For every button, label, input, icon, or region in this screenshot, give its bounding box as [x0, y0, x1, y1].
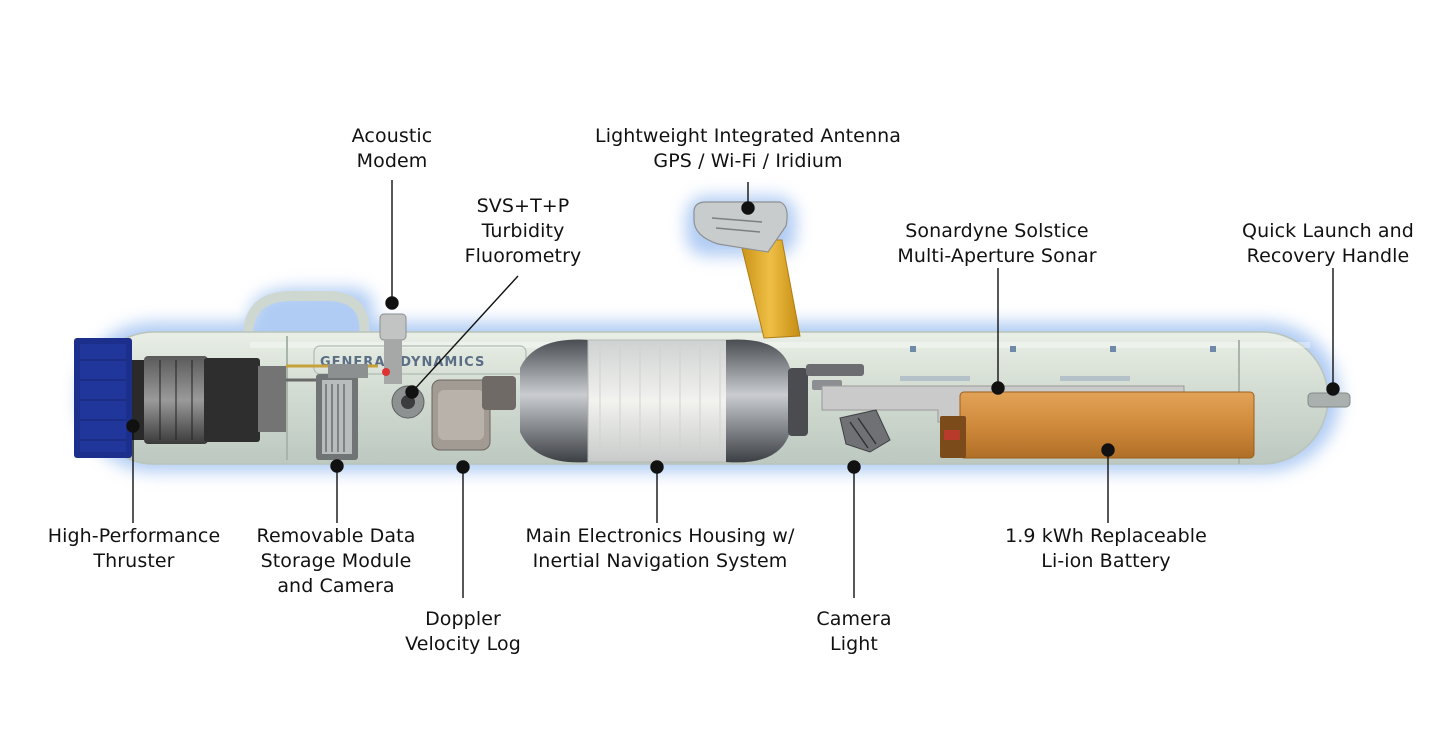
callout-dot-dvl	[456, 460, 470, 474]
antenna-head	[693, 201, 788, 253]
electronics-cap-right	[726, 339, 790, 463]
callout-dot-handle	[1326, 382, 1340, 396]
callout-dot-antenna	[741, 201, 755, 215]
callout-dot-thruster	[126, 419, 140, 433]
electronics-housing	[587, 339, 729, 463]
callout-dot-battery	[1101, 443, 1115, 457]
top-handle	[243, 291, 370, 337]
label-electronics: Main Electronics Housing w/Inertial Navi…	[525, 525, 795, 572]
callout-dot-camera-light	[847, 460, 861, 474]
electronics-cap-left	[520, 339, 590, 463]
callout-dot-storage	[330, 459, 344, 473]
callout-dot-svs	[405, 385, 419, 399]
recovery-handle	[1307, 392, 1351, 408]
callout-dot-electronics	[650, 460, 664, 474]
callout-dot-sonar	[991, 381, 1005, 395]
callout-dot-acoustic-modem	[385, 296, 399, 310]
camera-light	[839, 409, 891, 453]
acoustic-modem	[379, 313, 407, 341]
leader-line-svs	[411, 275, 519, 393]
